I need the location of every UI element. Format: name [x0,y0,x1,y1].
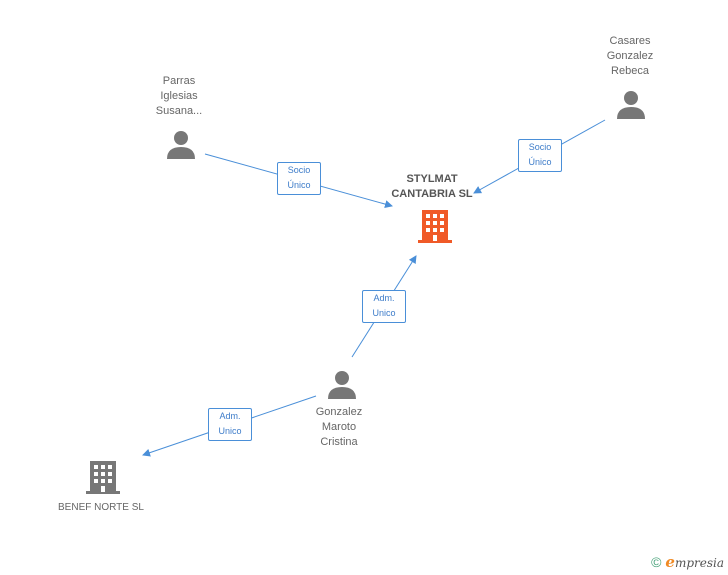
brand-logo[interactable]: © empresia [651,553,724,571]
brand-e: e [665,553,675,571]
person-icon[interactable] [327,370,357,400]
relation-label-socio-unico: Socio Único [518,139,562,172]
node-casares-label[interactable]: Casares Gonzalez Rebeca [606,35,654,77]
person-icon[interactable] [166,130,196,160]
node-gonzalez-label[interactable]: Gonzalez Maroto Cristina [315,406,363,448]
relation-label-socio-unico: Socio Único [277,162,321,195]
copyright-icon: © [651,554,662,570]
brand-name: mpresia [674,556,724,570]
node-benef-label[interactable]: BENEF NORTE SL [58,502,144,513]
relation-label-adm-unico: Adm. Unico [208,408,252,441]
person-icon[interactable] [616,90,646,120]
node-stylmat-label[interactable]: STYLMAT CANTABRIA SL [391,173,473,200]
building-icon[interactable] [418,208,452,244]
relation-label-adm-unico: Adm. Unico [362,290,406,323]
building-icon[interactable] [86,459,120,495]
node-parras-label[interactable]: Parras Iglesias Susana... [155,75,203,117]
